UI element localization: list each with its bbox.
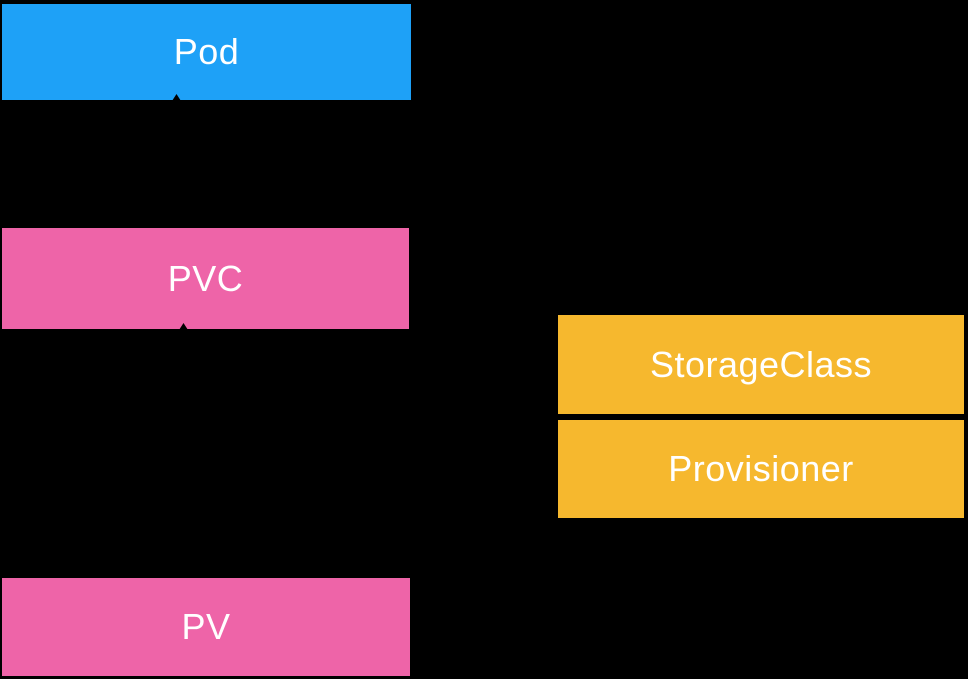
node-storageclass-label: StorageClass: [649, 343, 873, 385]
arrowhead-icon-into-pvc: [179, 323, 188, 330]
node-pod-label: Pod: [173, 31, 240, 72]
node-storageclass: StorageClass: [558, 315, 964, 414]
node-pv-label: PV: [181, 606, 231, 647]
node-pvc: PVC: [2, 228, 409, 329]
node-provisioner-label: Provisioner: [668, 448, 854, 489]
arrowhead-icon-into-pod: [172, 94, 181, 101]
node-pv: PV: [2, 578, 410, 676]
node-provisioner: Provisioner: [558, 420, 964, 518]
node-pvc-label: PVC: [167, 257, 244, 299]
node-pod: Pod: [2, 4, 411, 100]
